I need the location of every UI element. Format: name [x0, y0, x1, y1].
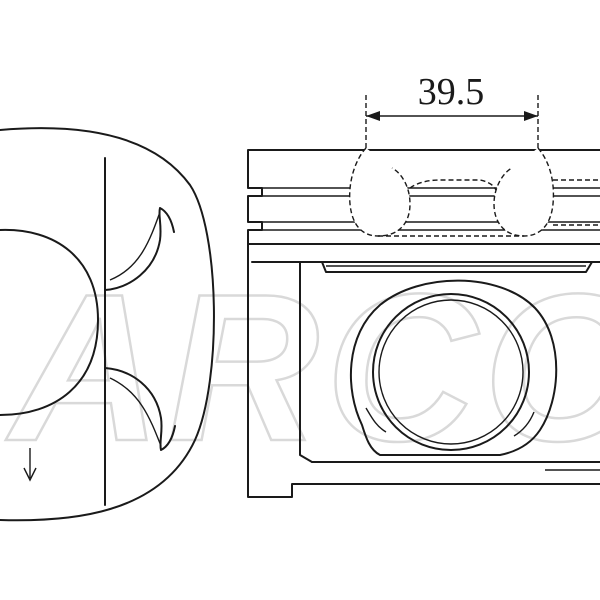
valve-pocket-lower-inner: [109, 377, 162, 447]
wrist-pin-bore: [372, 293, 530, 451]
crown-underside: [321, 261, 593, 273]
valve-recess-hidden-left: [348, 147, 411, 237]
dimension-arrow-left-icon: [366, 111, 380, 121]
valve-recess-hidden-right: [493, 147, 555, 237]
dimension-label: 39.5: [418, 71, 485, 113]
valve-pocket-upper-inner: [109, 211, 161, 281]
crown-outline: [0, 127, 215, 522]
valve-pocket-lower: [104, 367, 176, 451]
skirt-outline: [247, 243, 600, 498]
watermark: ARCO: [4, 249, 600, 487]
combustion-bowl: [0, 228, 99, 416]
valve-pocket-upper: [104, 207, 175, 291]
boss-detail-left: [365, 407, 387, 433]
valve-recess-hidden-bridge: [409, 179, 497, 191]
ring-land-outline: [247, 149, 600, 245]
wrist-pin-bore-inner: [378, 299, 524, 445]
skirt-inner-left: [299, 261, 313, 463]
pin-boss-outline: [349, 279, 558, 456]
dimension-arrow-right-icon: [524, 111, 538, 121]
boss-detail-right: [513, 411, 535, 437]
piston-side-view: 39.5: [247, 71, 600, 498]
watermark-text: ARCO: [5, 250, 600, 485]
piston-top-view: [0, 127, 215, 522]
direction-arrow-icon: [23, 467, 37, 482]
